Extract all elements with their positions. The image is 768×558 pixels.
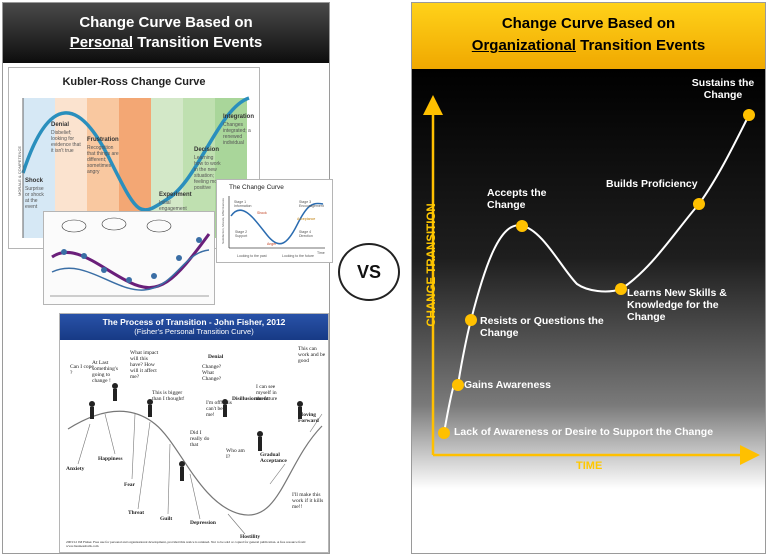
cc-stage4: Stage 4 Direction bbox=[299, 230, 313, 238]
fisher-quote-see-myself: I can see myself in the future bbox=[256, 384, 278, 402]
kr-stage-shock: Shock bbox=[25, 178, 44, 184]
curve-point bbox=[615, 283, 627, 295]
fisher-stage-happiness: Happiness bbox=[98, 456, 123, 462]
org-title-line2: Organizational Transition Events bbox=[412, 35, 765, 57]
org-curve-area: CHANGE TRANSITION TIME Lack of Awareness… bbox=[412, 69, 765, 489]
kr-stage-decision: Decision bbox=[194, 147, 220, 153]
fisher-quote-can-work: This can work and be good bbox=[298, 346, 326, 364]
fisher-curve bbox=[67, 383, 323, 535]
fisher-stage-anxiety: Anxiety bbox=[66, 466, 85, 472]
organizational-transition-panel: Change Curve Based on Organizational Tra… bbox=[411, 2, 766, 554]
fisher-stage-guilt: Guilt bbox=[160, 516, 173, 522]
x-axis-label: TIME bbox=[576, 460, 603, 472]
point-label-gains-awareness: Gains Awareness bbox=[464, 379, 551, 391]
org-title-line1: Change Curve Based on bbox=[501, 15, 676, 32]
fisher-quote-really: Did I really do that bbox=[190, 430, 210, 448]
point-label-resists: Resists or Questions the Change bbox=[480, 315, 604, 339]
fisher-stage-denial: Denial bbox=[208, 354, 224, 360]
org-change-curve bbox=[423, 95, 760, 465]
fisher-quote-at-last: At Last something's going to change ! bbox=[92, 360, 119, 384]
kr-stage-decision-desc: Learning how to work in the new situatio… bbox=[194, 155, 222, 191]
organizational-panel-header: Change Curve Based on Organizational Tra… bbox=[412, 3, 765, 69]
personal-title-line2: Personal Transition Events bbox=[3, 33, 329, 53]
cc-ylabel: Satisfaction, Morale, Effectiveness bbox=[220, 198, 225, 244]
fisher-title: The Process of Transition - John Fisher,… bbox=[102, 317, 286, 327]
fisher-stage-threat: Threat bbox=[128, 510, 145, 516]
fisher-quote-who-am-i: Who am I? bbox=[226, 448, 245, 460]
fisher-transition-figure: The Process of Transition - John Fisher,… bbox=[59, 313, 329, 553]
cc-xlabel: Time bbox=[317, 251, 325, 255]
fisher-quote-what-change: Change? What Change? bbox=[202, 364, 222, 382]
fisher-stage-disillusionment: Disillusionment bbox=[232, 396, 269, 402]
fisher-stage-depression: Depression bbox=[190, 520, 216, 526]
personal-title-emph: Personal bbox=[69, 34, 134, 51]
fisher-stage-fear: Fear bbox=[124, 482, 135, 488]
fisher-subtitle: (Fisher's Personal Transition Curve) bbox=[134, 327, 254, 336]
personal-title-rest: Transition Events bbox=[133, 34, 263, 51]
cc-shock: Shock bbox=[257, 211, 267, 215]
fisher-quote-cope: Can I cope ? bbox=[70, 364, 94, 376]
versus-badge: VS bbox=[338, 243, 400, 301]
fisher-quote-impact: What impact will this have? How will it … bbox=[130, 350, 159, 380]
cc-stage3: Stage 3 Encouragement bbox=[299, 200, 324, 208]
curve-point bbox=[743, 109, 755, 121]
point-label-sustains: Sustains the Change bbox=[691, 77, 755, 101]
kubler-ross-ylabel: MORALE & COMPETENCE bbox=[17, 145, 23, 197]
y-axis-label: CHANGE TRANSITION bbox=[426, 203, 438, 327]
personal-title-line1: Change Curve Based on bbox=[79, 14, 253, 31]
curve-point bbox=[452, 379, 464, 391]
fisher-quote-make-work: I'll make this work if it kills me!! bbox=[292, 492, 324, 510]
point-label-lack-of-awareness: Lack of Awareness or Desire to Support t… bbox=[454, 426, 714, 438]
curve-point bbox=[465, 314, 477, 326]
personal-panel-header: Change Curve Based on Personal Transitio… bbox=[3, 3, 329, 63]
cc-anger: Anger bbox=[267, 242, 277, 246]
kr-stage-denial-desc: Disbelief; looking for evidence that it … bbox=[51, 130, 81, 154]
kr-stage-denial: Denial bbox=[51, 122, 70, 128]
curve-point bbox=[516, 220, 528, 232]
cc-acceptance: Acceptance bbox=[297, 217, 316, 221]
point-label-accepts: Accepts the Change bbox=[487, 187, 547, 211]
cc-stage2: Stage 2 Support bbox=[235, 230, 248, 238]
change-curve-figure: The Change Curve Stage 1 Information Sho… bbox=[216, 179, 333, 263]
fisher-header: The Process of Transition - John Fisher,… bbox=[60, 314, 328, 340]
point-label-learns: Learns New Skills & Knowledge for the Ch… bbox=[627, 287, 727, 323]
point-label-builds: Builds Proficiency bbox=[606, 178, 698, 190]
kr-stage-integration-desc: Changes integrated; a renewed individual bbox=[223, 122, 251, 146]
fisher-stage-gradual-acceptance: Gradual Acceptance bbox=[260, 452, 287, 464]
fisher-quote-bigger: This is bigger than I thought! bbox=[152, 390, 185, 402]
fisher-stage-moving-forward: Moving Forward bbox=[298, 412, 319, 424]
cc-bottom-right: Looking to the future bbox=[282, 254, 314, 258]
cc-bottom-left: Looking to the past bbox=[237, 254, 267, 258]
personal-transition-panel: Change Curve Based on Personal Transitio… bbox=[2, 2, 333, 554]
kr-stage-frustration-desc: Recognition that things are different; s… bbox=[87, 145, 119, 175]
kr-stage-frustration: Frustration bbox=[87, 137, 119, 143]
kr-stage-shock-desc: Surprise or shock at the event bbox=[25, 186, 44, 210]
cartoon-change-curve bbox=[43, 211, 215, 305]
kr-stage-integration: Integration bbox=[223, 114, 254, 120]
org-title-emph: Organizational bbox=[471, 37, 576, 54]
fisher-quote-im-off: I'm off! this can't be me! bbox=[206, 400, 232, 418]
change-curve-title: The Change Curve bbox=[229, 184, 284, 191]
curve-point bbox=[693, 198, 705, 210]
kr-stage-experiment: Experiment bbox=[159, 192, 192, 198]
curve-point bbox=[438, 427, 450, 439]
cc-stage1: Stage 1 Information bbox=[234, 200, 252, 208]
kubler-ross-title: Kubler-Ross Change Curve bbox=[62, 76, 206, 88]
fisher-stage-hostility: Hostility bbox=[240, 534, 261, 540]
org-title-rest: Transition Events bbox=[575, 37, 706, 54]
fisher-footer: 2003/12 JM Fisher. Free use for personal… bbox=[66, 540, 306, 548]
